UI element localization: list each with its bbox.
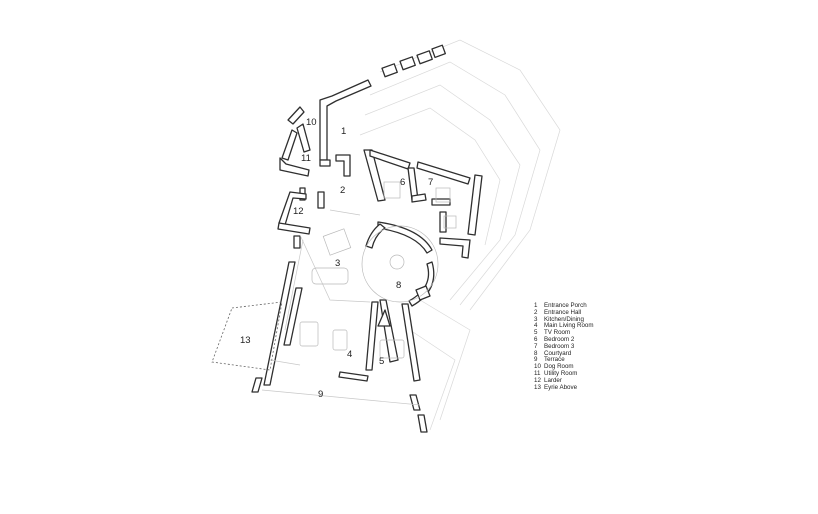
room-number: 3 [335, 258, 340, 269]
eyrie-outline [211, 301, 283, 371]
room-numbers: 1 2 3 4 5 6 7 8 9 10 11 12 13 [240, 117, 433, 400]
room-number: 8 [396, 280, 401, 291]
room-number: 10 [306, 117, 317, 128]
stepping-stones [381, 44, 446, 78]
room-number: 9 [318, 389, 323, 400]
room-number: 13 [240, 335, 251, 346]
room-number: 4 [347, 349, 352, 360]
room-number: 12 [293, 206, 304, 217]
room-number: 2 [340, 185, 345, 196]
room-number: 1 [341, 126, 346, 137]
room-number: 7 [428, 177, 433, 188]
interior-lines [261, 181, 457, 406]
site-contours [359, 39, 561, 431]
room-number: 6 [400, 177, 405, 188]
walls [251, 79, 483, 433]
room-number: 11 [301, 153, 311, 164]
room-number: 5 [379, 356, 384, 367]
